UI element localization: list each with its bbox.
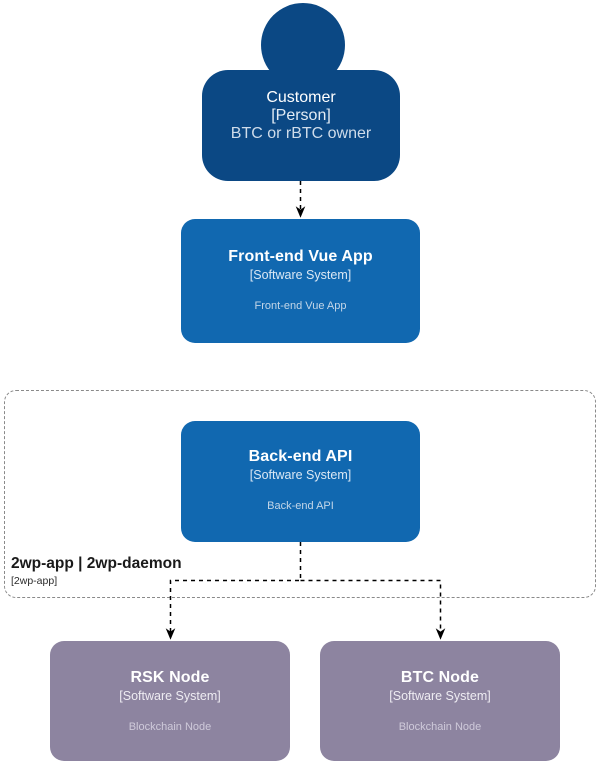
person-body-shape [202,70,400,181]
node-rsk-desc: Blockchain Node [128,721,212,733]
node-frontend-desc: Front-end Vue App [254,300,347,312]
node-btc-desc: Blockchain Node [398,721,482,733]
node-customer-desc: BTC or rBTC owner [230,125,372,142]
node-customer-title: Customer [266,89,336,106]
node-backend-title: Back-end API [248,448,353,465]
node-backend-desc: Back-end API [267,500,334,512]
node-customer[interactable]: Customer [Person] BTC or rBTC owner [202,3,400,181]
node-frontend-vue-app[interactable]: Front-end Vue App [Software System] Fron… [181,219,420,343]
node-frontend-title: Front-end Vue App [228,248,373,265]
node-backend-meta: [Software System] [249,468,352,482]
node-backend-api[interactable]: Back-end API [Software System] Back-end … [181,421,420,542]
node-frontend-meta: [Software System] [249,268,352,282]
node-btc-meta: [Software System] [389,689,491,703]
node-btc-title: BTC Node [400,669,480,686]
node-rsk-node[interactable]: RSK Node [Software System] Blockchain No… [50,641,290,761]
boundary-label-group: 2wp-app | 2wp-daemon [2wp-app] [11,554,182,588]
node-btc-node[interactable]: BTC Node [Software System] Blockchain No… [320,641,560,761]
boundary-title: 2wp-app | 2wp-daemon [11,555,182,572]
node-customer-labels: Customer [Person] BTC or rBTC owner [202,89,400,143]
node-rsk-title: RSK Node [130,669,210,686]
node-rsk-meta: [Software System] [119,689,221,703]
boundary-meta: [2wp-app] [11,575,58,587]
node-customer-meta: [Person] [271,107,331,124]
